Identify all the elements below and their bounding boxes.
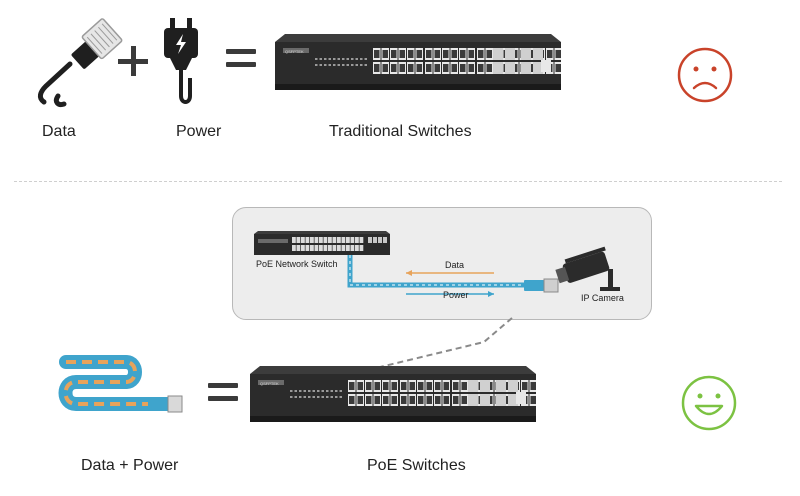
sad-face-icon: [677, 47, 733, 103]
inset-callout-line: [375, 317, 513, 369]
power-plug-icon: [164, 18, 198, 104]
equals-sign-2: [208, 381, 238, 405]
data-label: Data: [42, 123, 76, 140]
plus-sign: [118, 46, 148, 76]
data-power-label: Data + Power: [81, 457, 179, 474]
inset-data-label: Data: [445, 260, 465, 270]
section-divider: [14, 181, 782, 182]
traditional-switch-brand: QSFPTEK: [285, 49, 304, 54]
equals-sign: [226, 47, 256, 71]
inset-power-label: Power: [443, 290, 469, 300]
poe-cable-icon: [58, 355, 183, 413]
poe-switch-brand: QSFPTEK: [260, 381, 279, 386]
power-label: Power: [176, 123, 222, 140]
poe-switch-image: [250, 366, 536, 422]
poe-network-switch-label: PoE Network Switch: [256, 259, 338, 269]
traditional-switch-image: [275, 34, 561, 90]
poe-switches-label: PoE Switches: [367, 457, 466, 474]
poe-inset-diagram: [254, 231, 620, 297]
ethernet-cable-icon: [37, 18, 123, 107]
ip-camera-icon: [555, 246, 620, 291]
happy-face-icon: [681, 375, 737, 431]
traditional-switches-label: Traditional Switches: [329, 123, 472, 140]
ip-camera-label: IP Camera: [581, 293, 624, 303]
